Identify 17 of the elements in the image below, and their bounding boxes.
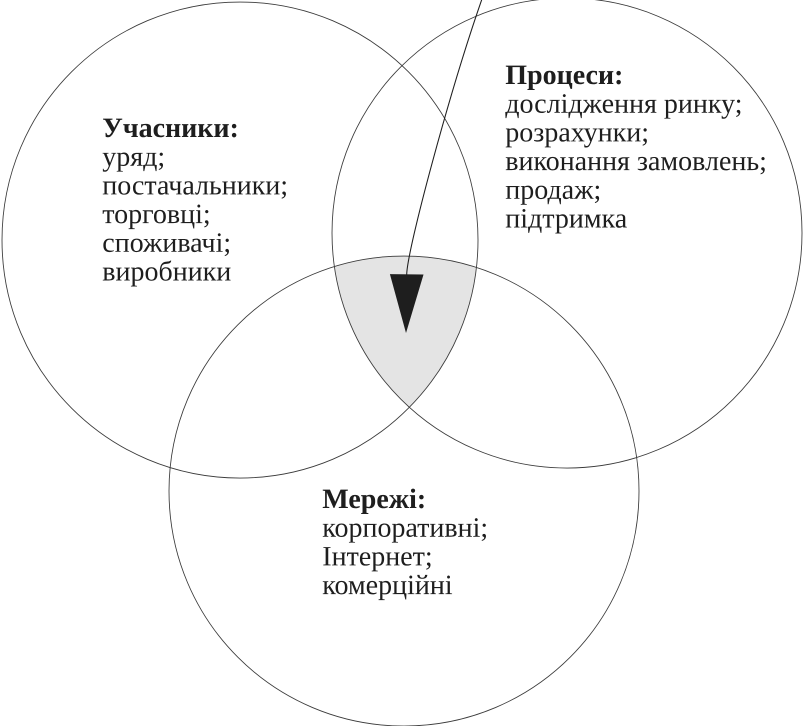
list-item: підтримка: [506, 208, 627, 234]
shaded-intersection: [334, 256, 476, 408]
list-item: постачальники;: [102, 181, 286, 199]
list-item: виконання замовлень;: [506, 156, 765, 174]
circle-heading: Учасники:: [103, 118, 236, 138]
list-item: уряд;: [102, 152, 164, 172]
circle-heading: Мережі:: [322, 488, 424, 514]
list-item: виробники: [102, 260, 231, 286]
list-item: дослідження ринку;: [505, 94, 740, 119]
list-item: торговці;: [102, 204, 209, 230]
list-item: корпоративні;: [322, 518, 486, 543]
list-item: споживачі;: [103, 233, 229, 256]
circle-heading: Процеси:: [506, 66, 621, 90]
list-item: продаж;: [506, 186, 600, 205]
list-item: розрахунки;: [506, 128, 647, 148]
list-item: комерційні: [322, 574, 452, 600]
list-item: Інтернет;: [323, 547, 431, 572]
